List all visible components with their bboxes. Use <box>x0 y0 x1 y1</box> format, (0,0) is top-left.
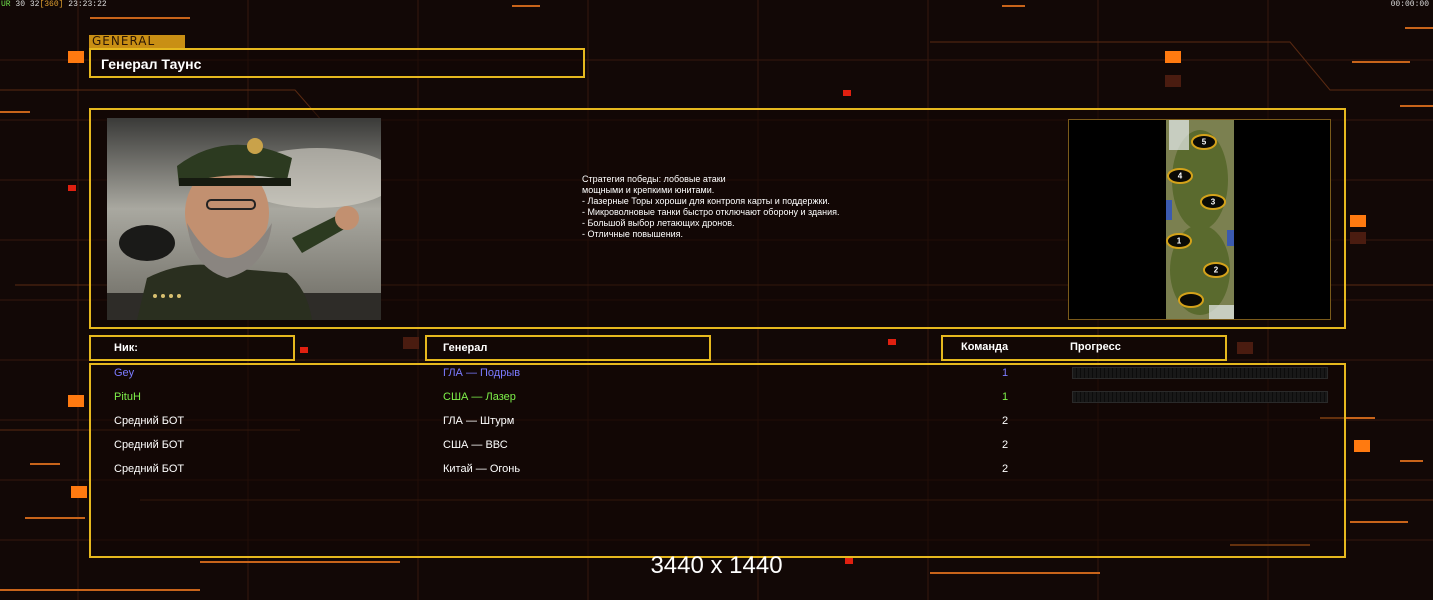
player-nick: Средний БОТ <box>114 463 185 475</box>
progress-bar <box>1072 367 1328 379</box>
player-general: ГЛА — Подрыв <box>443 367 521 379</box>
player-row: PituH США — Лазер 1 <box>0 391 1433 415</box>
minimap-slot-2[interactable]: 2 <box>1213 265 1219 275</box>
hud-timer: 00:00:00 <box>1390 0 1429 9</box>
hud-cap: [360] <box>39 0 64 9</box>
player-team: 2 <box>1002 415 1009 427</box>
team-header: Команда <box>961 341 1009 353</box>
player-row: Средний БОТ Китай — Огонь 2 <box>0 463 1433 487</box>
resolution-label: 3440 x 1440 <box>650 552 783 579</box>
player-general: ГЛА — Штурм <box>443 415 515 427</box>
player-row: Средний БОТ ГЛА — Штурм 2 <box>0 415 1433 439</box>
player-nick: Gey <box>114 367 135 379</box>
player-general: США — ВВС <box>443 439 508 451</box>
general-name-box: Генерал Таунс <box>89 48 585 78</box>
player-team: 1 <box>1002 367 1009 379</box>
strategy-line: - Большой выбор летающих дронов. <box>582 218 735 228</box>
team-progress-header-box <box>941 335 1227 361</box>
general-tag: GENERAL <box>89 35 185 48</box>
player-row: Gey ГЛА — Подрыв 1 <box>0 367 1433 391</box>
strategy-line: Стратегия победы: лобовые атаки <box>582 174 726 184</box>
general-header-box <box>425 335 711 361</box>
hud-ur: UR <box>1 0 11 9</box>
hud-stats: UR 30 32[360] 23:23:22 <box>1 0 107 9</box>
minimap-slot-1[interactable]: 1 <box>1176 236 1182 246</box>
minimap[interactable]: 5 4 3 1 2 <box>1068 119 1331 320</box>
nick-header: Ник: <box>114 342 138 354</box>
strategy-text: Стратегия победы: лобовые атаки мощными … <box>582 174 912 240</box>
player-general: Китай — Огонь <box>443 463 521 475</box>
progress-header: Прогресс <box>1070 341 1121 353</box>
player-general: США — Лазер <box>443 391 516 403</box>
general-portrait <box>107 118 381 320</box>
hud-clock: 23:23:22 <box>68 0 107 9</box>
player-team: 2 <box>1002 463 1009 475</box>
progress-bar <box>1072 391 1328 403</box>
general-name: Генерал Таунс <box>101 56 202 72</box>
minimap-slot-4[interactable]: 4 <box>1177 171 1183 181</box>
nick-header-box <box>89 335 295 361</box>
strategy-line: - Лазерные Торы хороши для контроля карт… <box>582 196 830 206</box>
hud-fps: 30 32 <box>15 0 40 9</box>
player-team: 1 <box>1002 391 1009 403</box>
strategy-line: - Отличные повышения. <box>582 229 684 239</box>
general-header: Генерал <box>443 342 488 354</box>
player-nick: Средний БОТ <box>114 439 185 451</box>
player-row: Средний БОТ США — ВВС 2 <box>0 439 1433 463</box>
player-team: 2 <box>1002 439 1009 451</box>
player-nick: Средний БОТ <box>114 415 185 427</box>
strategy-line: мощными и крепкими юнитами. <box>582 185 715 195</box>
strategy-line: - Микроволновые танки быстро отключают о… <box>582 207 840 217</box>
minimap-slot-5[interactable]: 5 <box>1201 137 1207 147</box>
minimap-slot-3[interactable]: 3 <box>1210 197 1216 207</box>
player-nick: PituH <box>114 391 141 403</box>
